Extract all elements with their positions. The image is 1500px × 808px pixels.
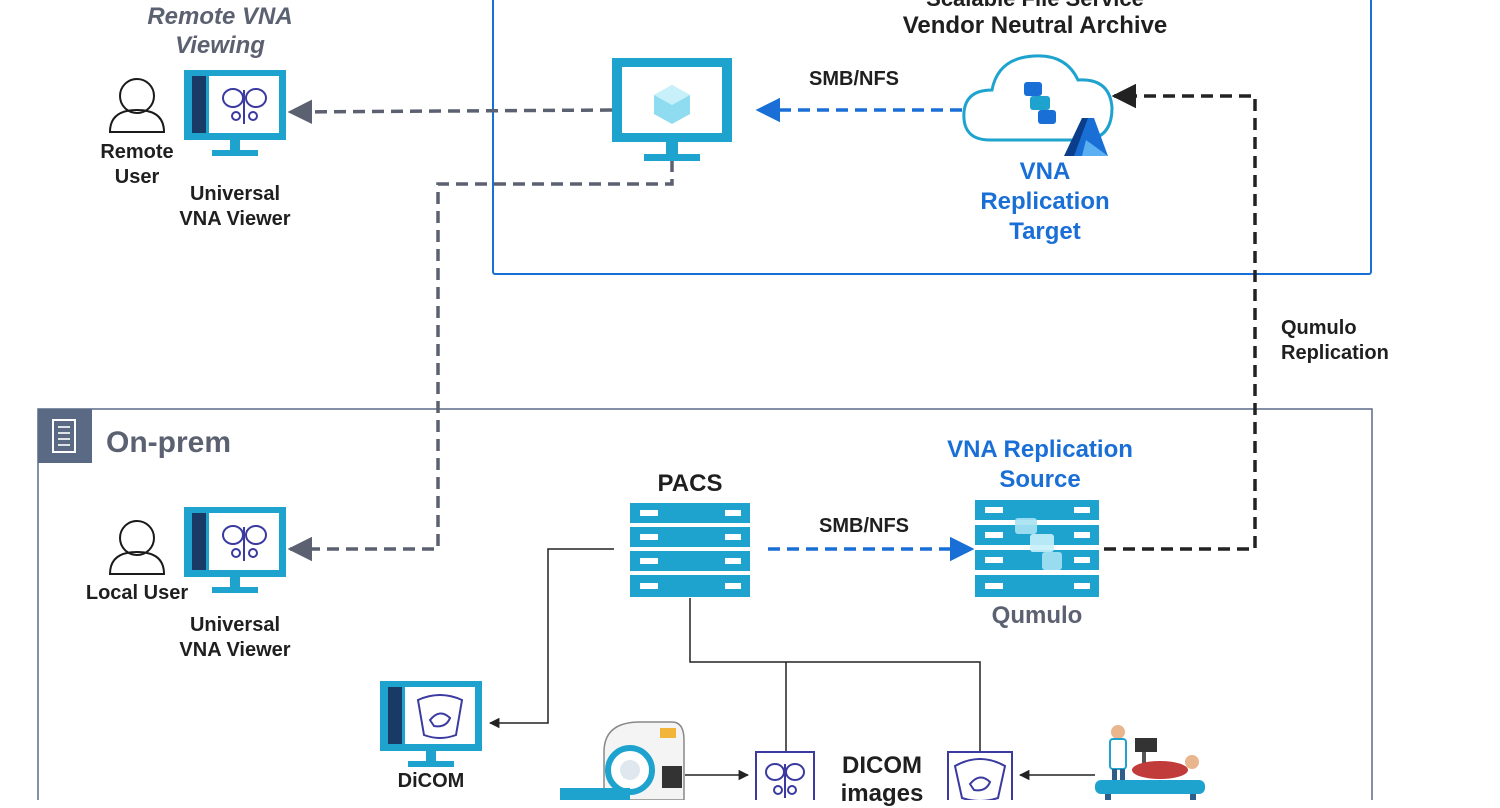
local-user-label: Local User (85, 582, 189, 604)
monitor-icon (184, 70, 286, 156)
user-icon (108, 78, 166, 133)
mri-scanner-icon (560, 721, 685, 800)
qumulo-label: Qumulo (991, 602, 1083, 629)
pelvis-xray-icon (755, 751, 815, 800)
vna-target-label-1: VNA (1019, 158, 1071, 185)
dicom-images-label-2: images (840, 780, 924, 807)
vna-source-label-2: Source (999, 466, 1081, 493)
pacs-dicom-connector (488, 548, 614, 729)
vna-target-label-3: Target (1009, 218, 1081, 245)
cloud-smb-label: SMB/NFS (809, 68, 899, 90)
vna-source-label-1: VNA Replication (947, 436, 1133, 463)
pelvis-xray-icon (222, 88, 267, 124)
onprem-smb-label: SMB/NFS (819, 515, 909, 537)
remote-viewer-label-2: VNA Viewer (179, 208, 291, 230)
pacs-label: PACS (657, 470, 723, 497)
monitor-icon (380, 681, 482, 767)
cloud-boundary (492, 0, 1372, 275)
cloud-heading-partial: Scalable File Service (860, 0, 1210, 12)
local-view-connector (287, 160, 674, 562)
ultrasound-image-icon (416, 694, 464, 739)
azure-icon (1064, 118, 1108, 156)
replication-label-1: Qumulo (1281, 317, 1357, 339)
cloud-icon (962, 54, 1114, 142)
server-icon (975, 500, 1099, 597)
onprem-boundary (37, 408, 1373, 800)
local-viewer-label-2: VNA Viewer (179, 639, 291, 661)
building-icon (38, 409, 92, 463)
remote-user-label-1: Remote (100, 141, 174, 163)
vna-target-label-2: Replication (980, 188, 1110, 215)
replication-label-2: Replication (1281, 342, 1389, 364)
remote-view-connector (287, 99, 613, 125)
ultrasound-patient-icon (1095, 725, 1205, 800)
remote-section-title-2: Viewing (175, 32, 265, 59)
remote-section-title-1: Remote VNA (147, 3, 293, 30)
server-icon (630, 503, 750, 597)
remote-user-label-2: User (114, 166, 160, 188)
onprem-title: On-prem (106, 426, 232, 459)
cloud-heading: Vendor Neutral Archive (902, 12, 1168, 39)
pelvis-xray-icon (222, 525, 267, 561)
user-icon (108, 520, 166, 575)
ultrasound-image-icon (947, 751, 1013, 800)
pacs-modality-connector (689, 598, 981, 752)
remote-viewer-label-1: Universal (189, 183, 281, 205)
monitor-icon (612, 58, 732, 161)
qumulo-replication-connector (1104, 83, 1257, 551)
dicom-images-label-1: DICOM (842, 752, 922, 779)
local-viewer-label-1: Universal (189, 614, 281, 636)
dicom-viewer-label: DiCOM (397, 770, 465, 792)
